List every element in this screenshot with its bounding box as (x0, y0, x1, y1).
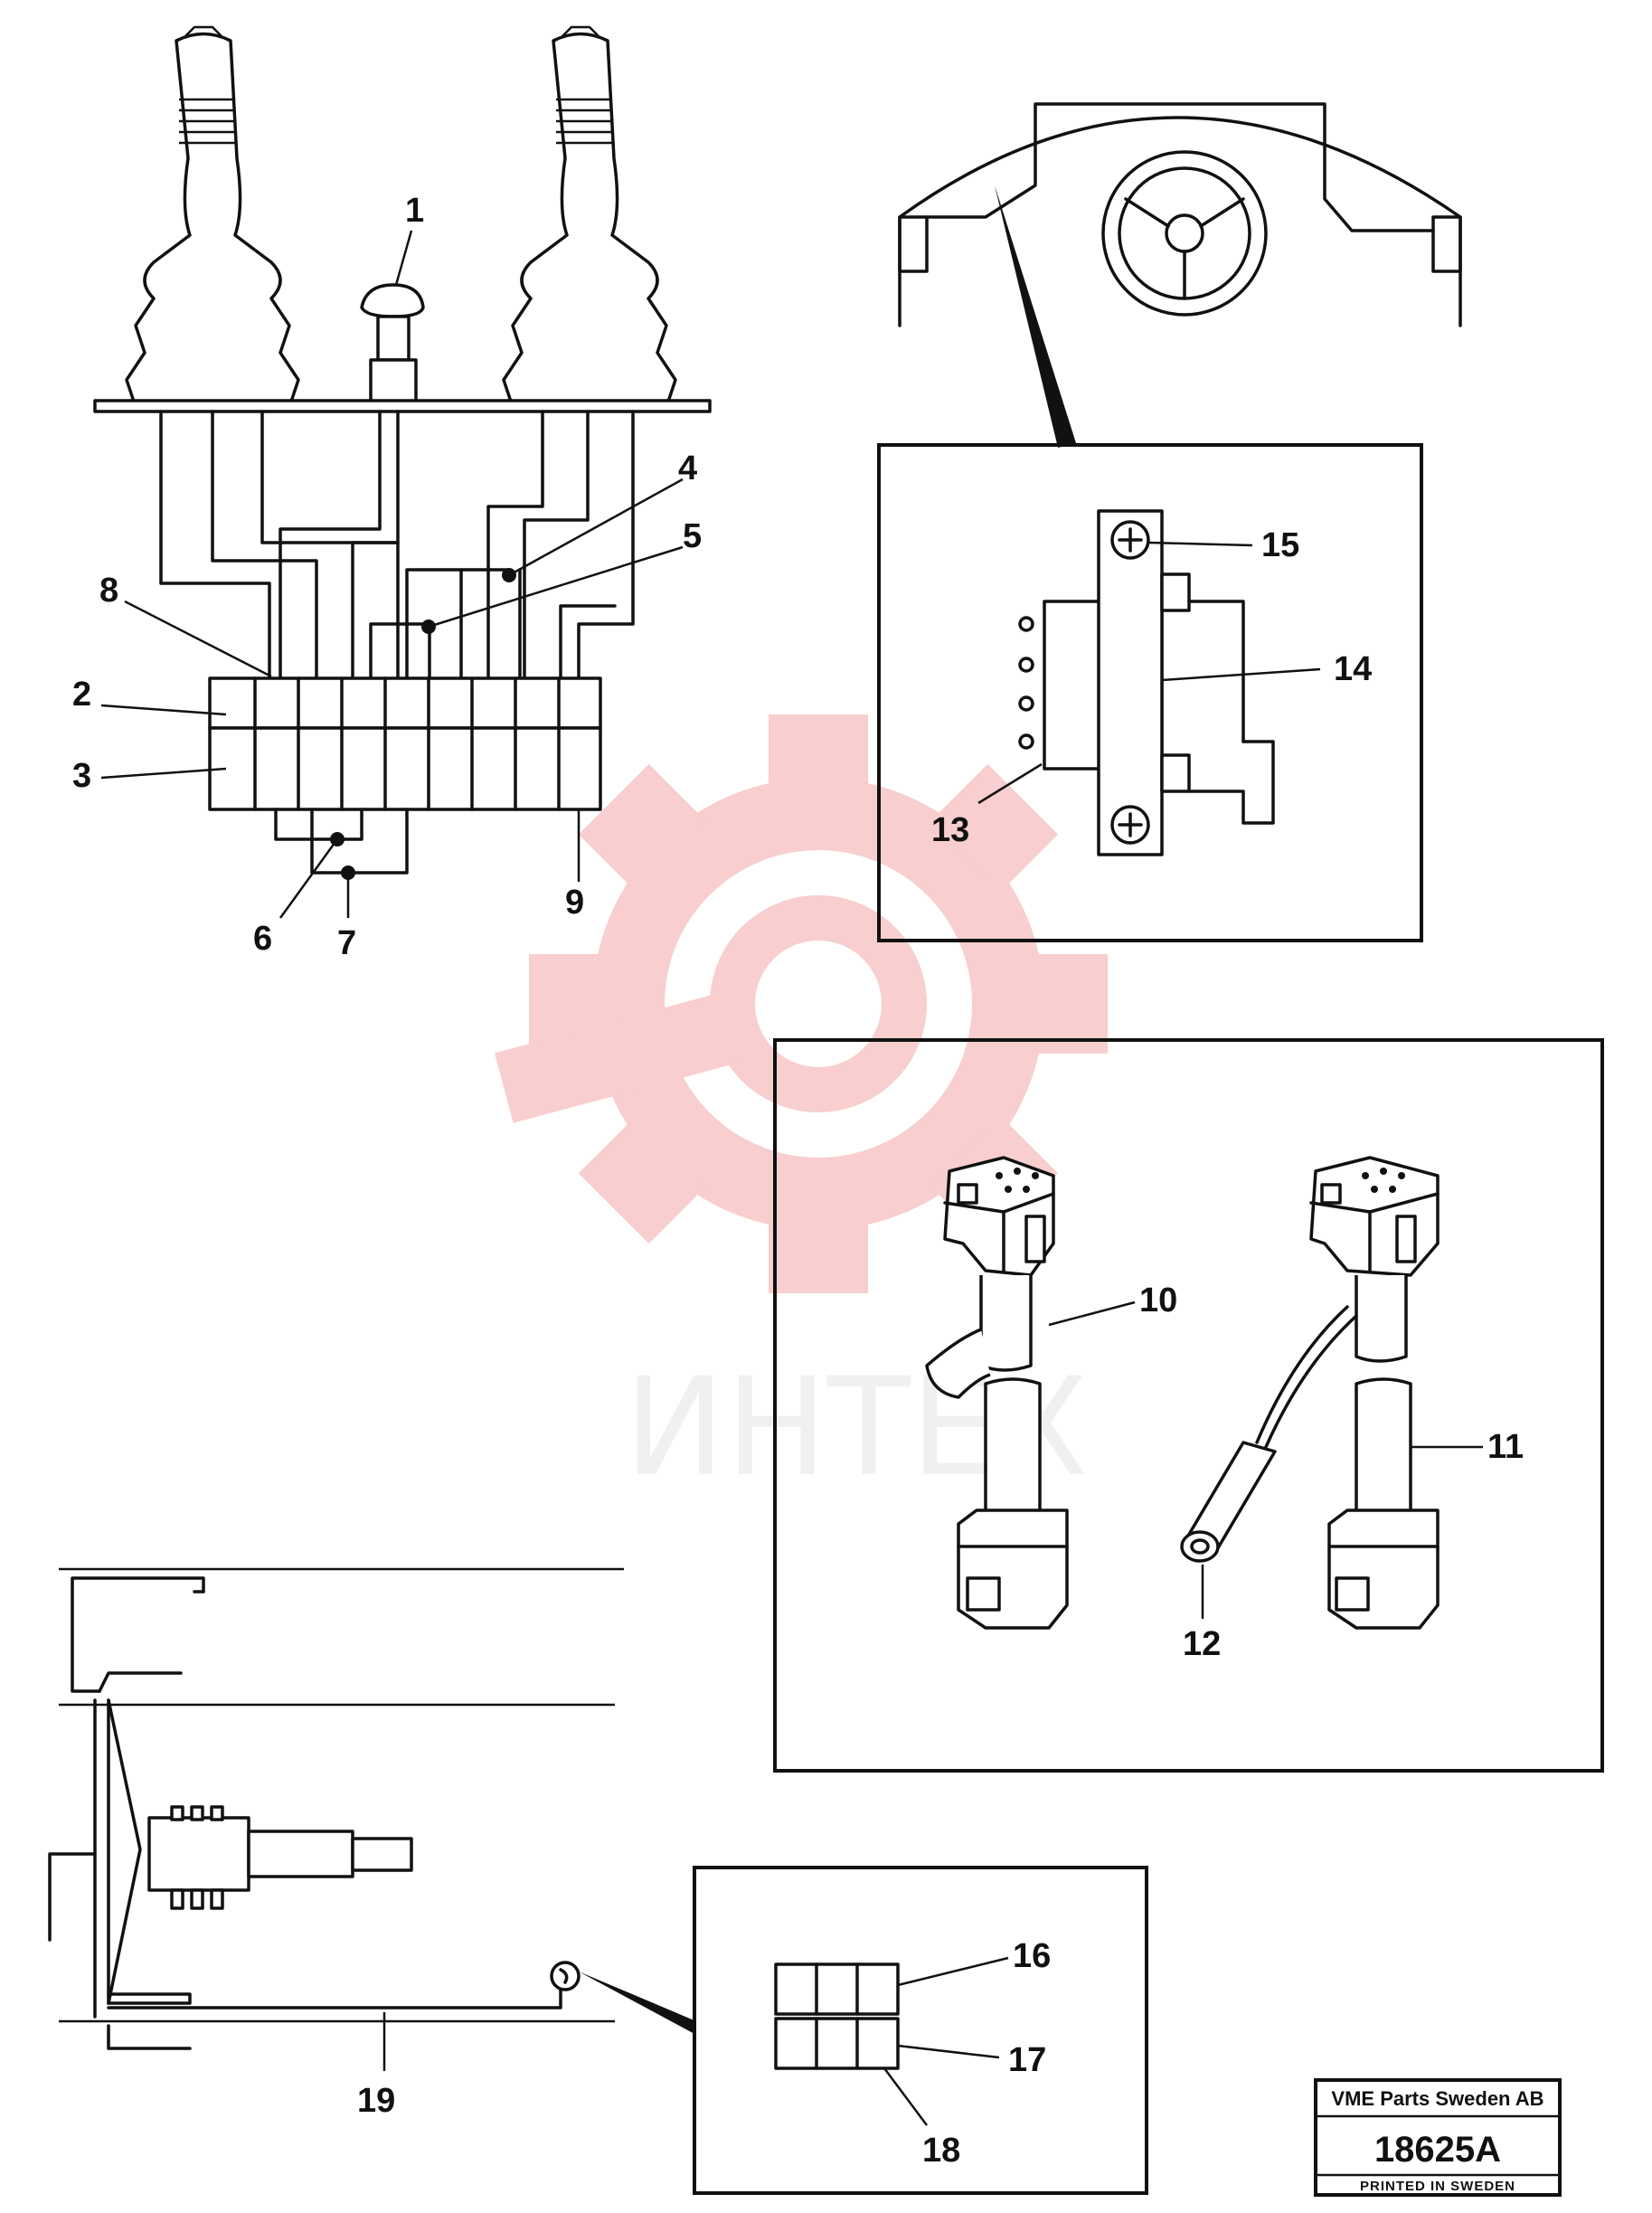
callout-19: 19 (357, 2082, 395, 2120)
stamp-number: 18625A (1374, 2130, 1501, 2170)
stamp-footer: PRINTED IN SWEDEN (1360, 2179, 1515, 2194)
callout-18: 18 (922, 2132, 960, 2170)
callout-labels: 1 2 3 4 5 6 7 8 9 10 11 12 13 14 15 16 1… (72, 192, 1524, 2170)
cab-outline (898, 102, 1462, 448)
callout-17: 17 (1008, 2041, 1046, 2079)
callout-2: 2 (72, 676, 91, 714)
pointer-wedge-2 (579, 1972, 696, 2035)
callout-3: 3 (72, 757, 91, 795)
callout-14: 14 (1334, 650, 1372, 688)
callout-8: 8 (99, 572, 118, 610)
connector-12 (1180, 1441, 1277, 1563)
screw-icon (1110, 520, 1150, 560)
screw-icon (1110, 805, 1150, 845)
frame-section (48, 1567, 696, 2071)
solenoid-valve (147, 1805, 413, 1910)
connector-detail-box (693, 1866, 1148, 2195)
callout-15: 15 (1261, 526, 1299, 564)
callout-5: 5 (683, 517, 702, 555)
cable-10 (925, 1156, 1069, 1630)
callout-1: 1 (405, 192, 424, 230)
bottom-wiring (274, 808, 409, 875)
base-plate (93, 399, 712, 413)
callout-11: 11 (1487, 1428, 1524, 1466)
left-joystick (125, 25, 300, 409)
callout-13: 13 (931, 811, 969, 849)
callout-16: 16 (1013, 1937, 1051, 1975)
switch-detail-box (877, 443, 1423, 942)
callout-4: 4 (678, 449, 697, 487)
stamp-company: VME Parts Sweden AB (1331, 2087, 1543, 2110)
connector-block (208, 676, 602, 811)
pointer-wedge (995, 185, 1076, 448)
push-button-1 (360, 283, 425, 409)
rocker-switch (1018, 509, 1275, 856)
gear-watermark-icon (494, 714, 1108, 1293)
callout-12: 12 (1183, 1625, 1221, 1663)
callout-9: 9 (565, 884, 584, 922)
title-stamp: VME Parts Sweden AB 18625A PRINTED IN SW… (1314, 2078, 1562, 2197)
wiring-harness (159, 410, 635, 680)
steering-wheel-icon (1101, 150, 1268, 317)
sensor-icon (550, 1961, 581, 1991)
callout-7: 7 (337, 924, 356, 962)
right-joystick (502, 25, 677, 409)
cable-detail-box (773, 1038, 1604, 1773)
joystick-assembly (93, 25, 712, 919)
cable-11 (1255, 1156, 1440, 1630)
callout-10: 10 (1139, 1281, 1177, 1319)
callout-6: 6 (253, 920, 272, 958)
